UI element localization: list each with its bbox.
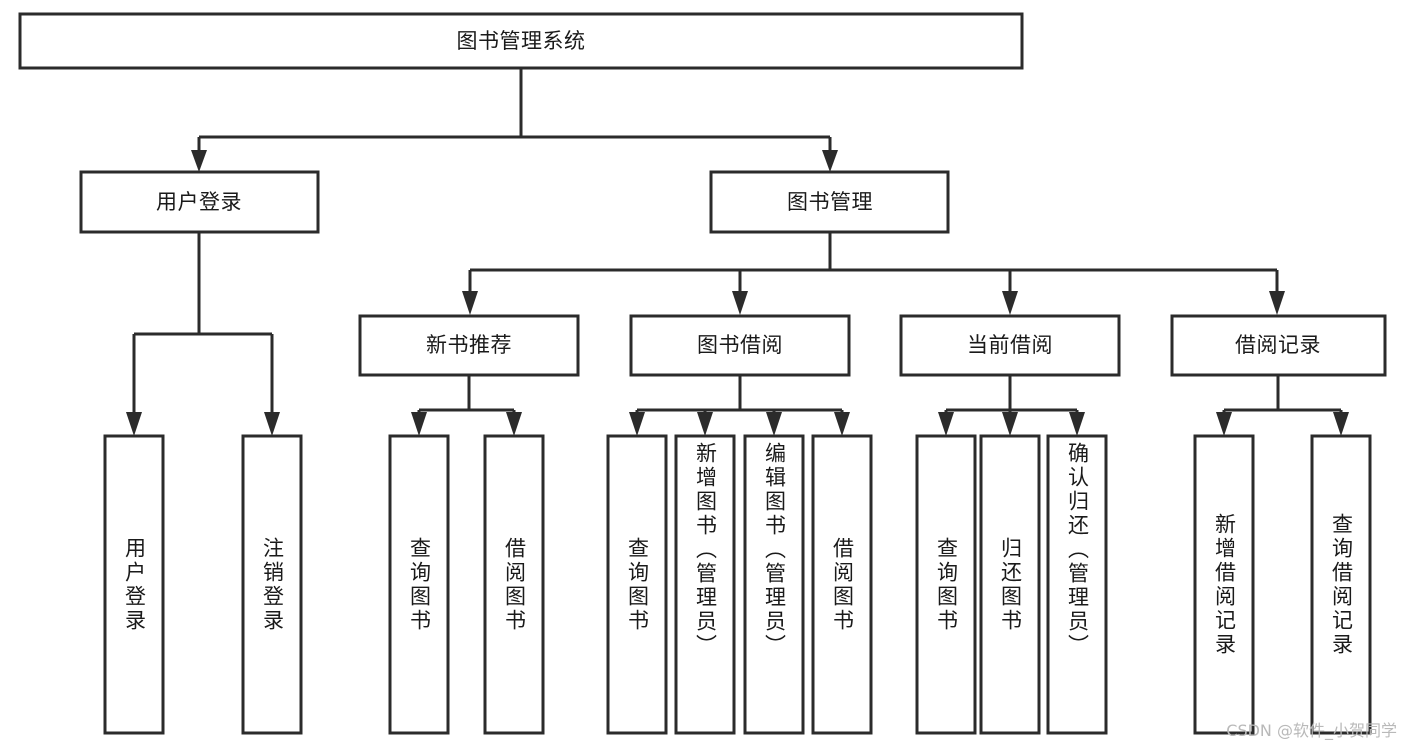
node-box-user-login[interactable] xyxy=(79,170,320,234)
arrow-head-currentborrow-leaf-3 xyxy=(1069,412,1085,436)
arrow-head-leaf-user-login xyxy=(126,412,142,436)
arrow-head-borrowrecord-leaf-1 xyxy=(1216,412,1232,436)
arrow-head-newbook-leaf-2 xyxy=(506,412,522,436)
node-label-book-borrow: 图书借阅 xyxy=(697,333,783,357)
node-box-book-management[interactable] xyxy=(709,170,950,234)
node-box-root[interactable] xyxy=(18,12,1024,70)
node-label-user-login: 用户登录 xyxy=(156,190,242,214)
arrow-head-leaf-logout xyxy=(264,412,280,436)
leaf-box-bookborrow-edit[interactable] xyxy=(743,434,805,735)
arrow-head-userlogin xyxy=(191,150,207,172)
leaf-box-newbook-query[interactable] xyxy=(388,434,450,735)
node-label-book-management: 图书管理 xyxy=(787,190,873,214)
arrow-head-newbook xyxy=(462,291,478,315)
arrow-head-newbook-leaf-1 xyxy=(411,412,427,436)
arrow-head-currentborrow-leaf-2 xyxy=(1002,412,1018,436)
leaf-box-bookborrow-borrow[interactable] xyxy=(811,434,873,735)
arrow-head-bookborrow-leaf-4 xyxy=(834,412,850,436)
arrow-head-borrowrecord-leaf-2 xyxy=(1333,412,1349,436)
node-box-book-borrow[interactable] xyxy=(629,314,851,377)
arrow-head-bookmgmt xyxy=(822,150,838,172)
arrow-head-currentborrow xyxy=(1002,291,1018,315)
leaf-box-currentborrow-return[interactable] xyxy=(979,434,1041,735)
node-box-borrow-record[interactable] xyxy=(1170,314,1387,377)
leaf-box-bookborrow-add[interactable] xyxy=(674,434,736,735)
leaf-box-currentborrow-confirm[interactable] xyxy=(1046,434,1108,735)
leaf-box-newbook-borrow[interactable] xyxy=(483,434,545,735)
node-layer: 图书管理系统 用户登录 图书管理 新书推荐 图书借阅 当前借阅 借阅记录 xyxy=(18,12,1387,735)
node-label-current-borrow: 当前借阅 xyxy=(967,333,1053,357)
arrow-head-bookborrow-leaf-1 xyxy=(629,412,645,436)
leaf-box-user-login-logout[interactable] xyxy=(241,434,303,735)
node-label-root: 图书管理系统 xyxy=(457,29,586,53)
arrow-head-bookborrow-leaf-3 xyxy=(766,412,782,436)
leaf-box-currentborrow-query[interactable] xyxy=(915,434,977,735)
leaf-box-user-login-login[interactable] xyxy=(103,434,165,735)
node-box-current-borrow[interactable] xyxy=(899,314,1121,377)
connector-layer xyxy=(126,68,1349,436)
arrow-head-borrowrecord xyxy=(1269,291,1285,315)
leaf-box-bookborrow-query[interactable] xyxy=(606,434,668,735)
node-label-new-book-recommend: 新书推荐 xyxy=(426,333,512,357)
leaf-box-borrowrecord-query[interactable] xyxy=(1310,434,1372,735)
leaf-box-borrowrecord-add[interactable] xyxy=(1193,434,1255,735)
node-label-borrow-record: 借阅记录 xyxy=(1235,333,1321,357)
node-box-new-book-recommend[interactable] xyxy=(358,314,580,377)
arrow-head-bookborrow xyxy=(732,291,748,315)
arrow-head-currentborrow-leaf-1 xyxy=(938,412,954,436)
arrow-head-bookborrow-leaf-2 xyxy=(697,412,713,436)
